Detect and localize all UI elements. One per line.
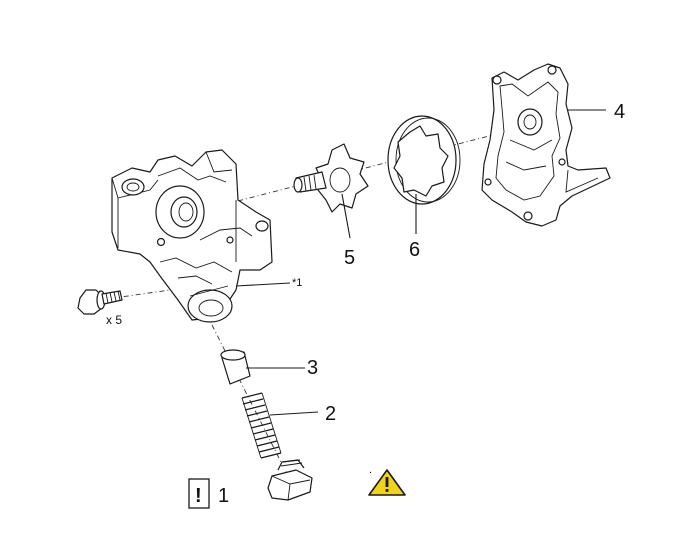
callout-5: 5 (344, 247, 355, 269)
callout-1: 1 (218, 485, 229, 507)
callout-2: 2 (325, 403, 336, 425)
relief-valve (220, 349, 251, 385)
callout-3: 3 (307, 357, 318, 379)
plug (267, 459, 313, 501)
leader-2 (269, 411, 319, 416)
note-marker: *1 (292, 277, 302, 289)
callout-6: 6 (409, 239, 420, 261)
main-axis (179, 127, 521, 217)
notice-box (188, 478, 210, 509)
pump-cover (481, 63, 611, 227)
driven-rotor (387, 115, 461, 205)
drive-rotor (293, 143, 369, 213)
notice-symbol: ! (195, 485, 202, 507)
warning-triangle-icon: . (368, 464, 406, 496)
leader-5 (341, 193, 351, 239)
spring (241, 392, 282, 459)
quantity-label: x 5 (106, 313, 122, 327)
callout-4: 4 (614, 101, 625, 123)
leader-note (235, 282, 291, 287)
bolt (77, 289, 123, 315)
oil-pump-body (111, 149, 273, 323)
svg-text:.: . (369, 464, 372, 476)
